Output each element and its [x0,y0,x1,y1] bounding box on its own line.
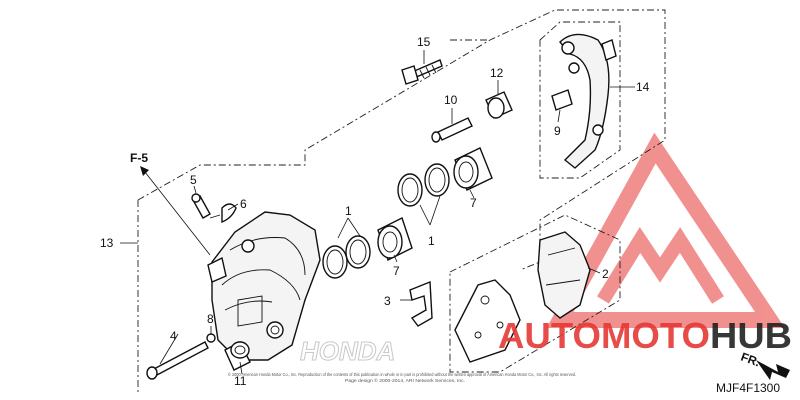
piston-seals-left [322,235,371,279]
bleeder-cap [209,203,237,224]
callout-1-right: 1 [428,234,435,248]
callout-7-right: 7 [470,196,477,210]
slide-pin [431,117,473,143]
callout-6: 6 [240,197,247,211]
caliper-body [207,211,321,361]
direction-label: FR. [739,350,762,370]
assembly-outline [137,9,666,392]
pad-spring [409,280,433,327]
watermark-part2: HUB [710,315,792,356]
callout-9: 9 [554,124,561,138]
bleeder-valve [191,193,211,219]
callout-1-left: 1 [345,204,352,218]
pin-bolt [224,341,251,371]
leader-lines [120,50,635,375]
callout-3: 3 [384,294,391,308]
callout-13: 13 [100,236,114,250]
watermark-logo [546,132,785,328]
callout-7-left: 7 [393,264,400,278]
piston-left [377,217,413,261]
callout-2: 2 [602,267,609,281]
callout-15: 15 [417,35,431,49]
copyright-line1: © 2000 American Honda Motor Co., Inc. Re… [228,371,576,377]
front-direction: FR. [739,350,790,380]
piston-right [453,147,493,191]
caliper-bracket [559,33,617,169]
honda-logo: HONDA [300,336,395,366]
ref-arrow: F-5 [130,151,211,256]
callout-8: 8 [207,312,214,326]
watermark-part1: AUTOMOTO [498,315,710,356]
callout-10: 10 [444,93,458,107]
brake-pad-outer [537,231,591,319]
pad-retainer [551,89,573,111]
copyright: © 2000 American Honda Motor Co., Inc. Re… [228,371,576,383]
callout-12: 12 [490,66,504,80]
caliper-pin [146,341,209,380]
brake-pad-inner [454,279,521,363]
piston-seals-right [397,163,450,207]
callout-11: 11 [234,374,247,388]
callout-5: 5 [190,173,197,187]
callout-4: 4 [170,329,177,343]
diagram-code: MJF4F1300 [716,381,780,395]
mounting-bolt [401,59,443,85]
callout-numbers: 1 1 2 3 4 5 6 7 7 8 9 10 11 12 13 14 15 [100,35,650,388]
front-arrow-icon [756,360,790,380]
copyright-line2: Page design © 2000-2014, ARI Network Ser… [345,377,465,383]
ref-label: F-5 [130,151,148,165]
small-bolt [206,333,216,343]
pin-boot [485,91,513,119]
callout-14: 14 [636,80,650,94]
watermark-text: AUTOMOTO HUB [498,315,792,356]
